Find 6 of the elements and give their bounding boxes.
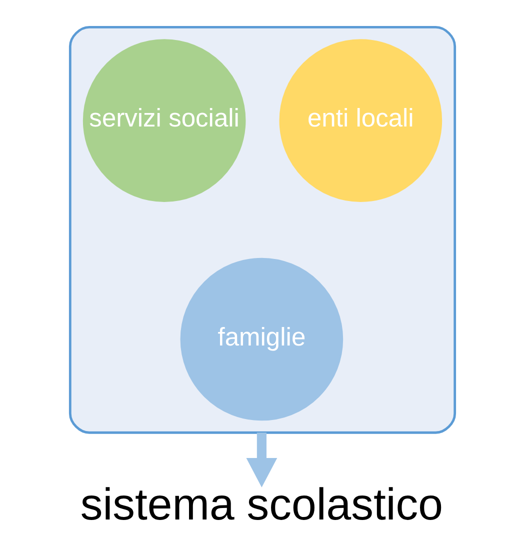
arrow: [246, 432, 278, 488]
node-circle: servizi sociali: [82, 39, 246, 202]
node-circle: famiglie: [180, 258, 344, 421]
node-circle: enti locali: [279, 39, 442, 202]
cluster: [68, 26, 456, 434]
node-text: sistema scolastico: [80, 480, 443, 530]
